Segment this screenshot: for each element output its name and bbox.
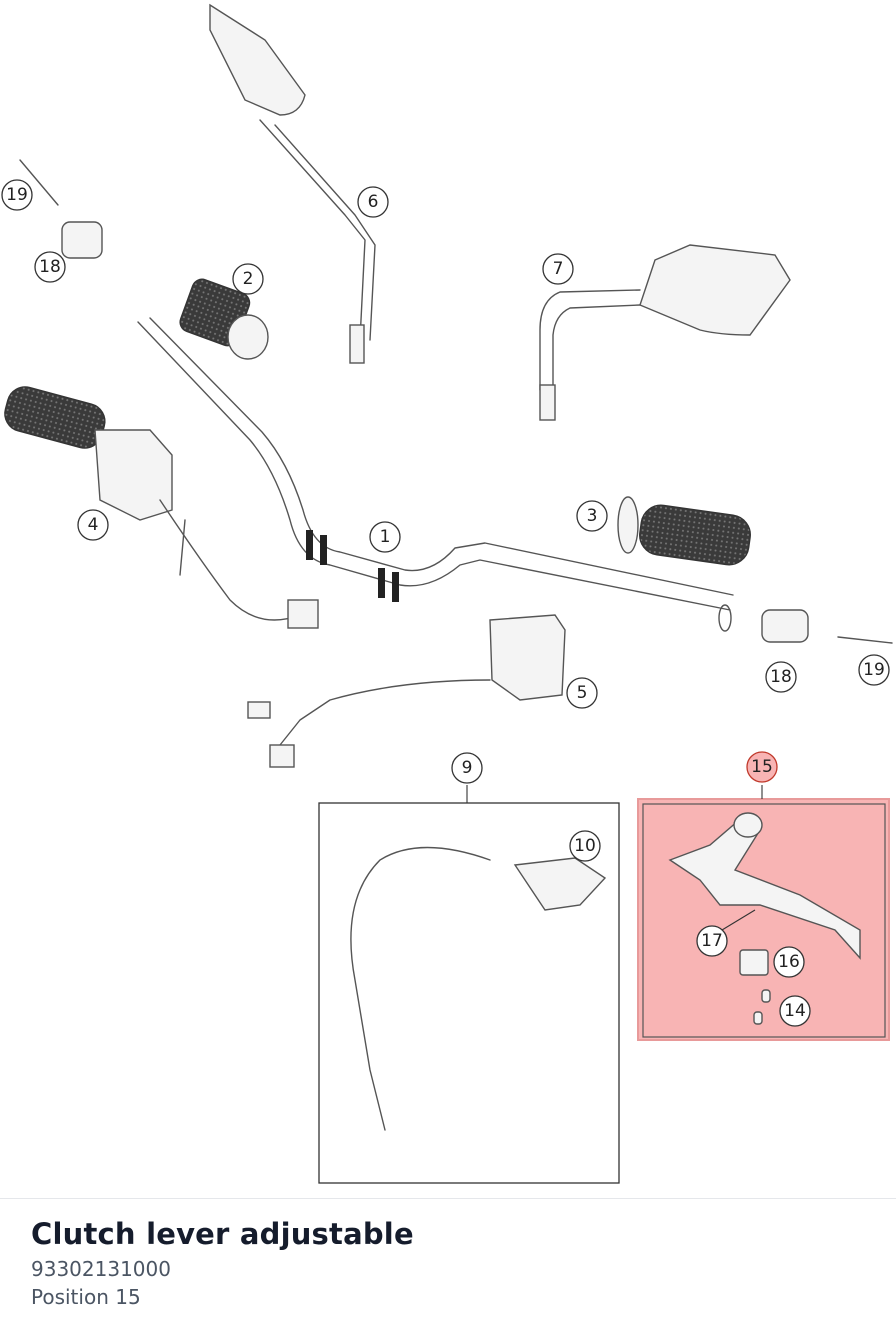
exploded-parts-diagram: 19 18 6 2 7 1 4 3 5 18 19 9 15 10 17 16 … bbox=[1, 3, 893, 1184]
grip-and-switch-left-part[interactable] bbox=[1, 383, 319, 629]
grip-right-part[interactable] bbox=[617, 496, 753, 567]
part-title: Clutch lever adjustable bbox=[31, 1217, 414, 1251]
callout-10[interactable]: 10 bbox=[569, 830, 601, 862]
svg-text:18: 18 bbox=[39, 257, 61, 277]
svg-text:9: 9 bbox=[462, 758, 473, 778]
callout-18-left[interactable]: 18 bbox=[34, 251, 66, 283]
callout-4[interactable]: 4 bbox=[77, 509, 109, 541]
svg-text:10: 10 bbox=[574, 836, 596, 856]
svg-text:4: 4 bbox=[88, 515, 99, 535]
callout-3[interactable]: 3 bbox=[576, 500, 608, 532]
svg-text:3: 3 bbox=[587, 506, 598, 526]
callout-19-left[interactable]: 19 bbox=[1, 179, 33, 211]
callout-1[interactable]: 1 bbox=[369, 521, 401, 553]
callout-16[interactable]: 16 bbox=[773, 946, 805, 978]
callout-6[interactable]: 6 bbox=[357, 186, 389, 218]
svg-text:6: 6 bbox=[368, 192, 379, 212]
switch-right-part[interactable] bbox=[247, 614, 566, 768]
svg-text:14: 14 bbox=[784, 1001, 806, 1021]
svg-text:16: 16 bbox=[778, 952, 800, 972]
handlebar-part[interactable] bbox=[137, 317, 734, 632]
callout-19-right[interactable]: 19 bbox=[858, 654, 890, 686]
clutch-lever-group[interactable] bbox=[637, 798, 890, 1041]
clutch-cable-group[interactable] bbox=[318, 802, 620, 1184]
callout-15-highlighted[interactable]: 15 bbox=[746, 751, 778, 783]
callout-14[interactable]: 14 bbox=[779, 995, 811, 1027]
svg-text:5: 5 bbox=[577, 683, 588, 703]
bar-end-right-part[interactable] bbox=[761, 609, 893, 644]
callout-7[interactable]: 7 bbox=[542, 253, 574, 285]
svg-text:2: 2 bbox=[243, 269, 254, 289]
svg-text:17: 17 bbox=[701, 931, 723, 951]
svg-text:19: 19 bbox=[6, 185, 28, 205]
callout-18-right[interactable]: 18 bbox=[765, 661, 797, 693]
svg-text:19: 19 bbox=[863, 660, 885, 680]
grip-left-small-part[interactable] bbox=[177, 276, 269, 360]
bar-end-left-part[interactable] bbox=[19, 159, 103, 259]
svg-text:18: 18 bbox=[770, 667, 792, 687]
selected-part-panel: Clutch lever adjustable 93302131000 Posi… bbox=[0, 1198, 896, 1336]
part-position: Position 15 bbox=[31, 1285, 141, 1309]
part-number: 93302131000 bbox=[31, 1257, 171, 1281]
callout-17[interactable]: 17 bbox=[696, 925, 728, 957]
callout-2[interactable]: 2 bbox=[232, 263, 264, 295]
mirror-left-part[interactable] bbox=[209, 3, 376, 364]
mirror-right-part[interactable] bbox=[539, 244, 791, 421]
svg-text:7: 7 bbox=[553, 259, 564, 279]
svg-text:1: 1 bbox=[380, 527, 391, 547]
callout-9[interactable]: 9 bbox=[451, 752, 483, 784]
svg-text:15: 15 bbox=[751, 757, 773, 777]
callout-5[interactable]: 5 bbox=[566, 677, 598, 709]
